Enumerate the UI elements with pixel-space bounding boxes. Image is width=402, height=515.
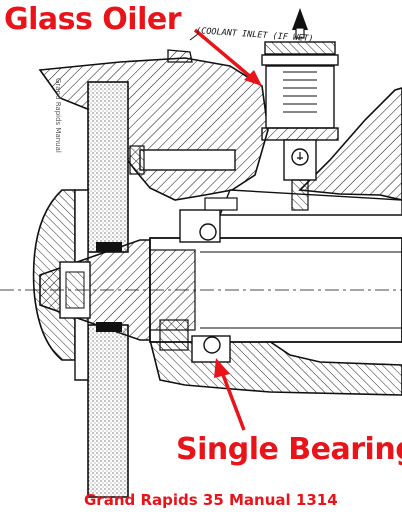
glass-oiler [261,8,339,211]
spindle-shaft [0,237,402,343]
single-bearing-label: Single Bearing [176,432,402,467]
glass-oiler-label: Glass Oiler [4,2,182,37]
diagram-caption: Grand Rapids 35 Manual 1314 [84,491,338,509]
watermark: Grand Rapids Manual [54,78,62,153]
housing-bolts [129,145,238,211]
coolant-inlet [167,33,199,63]
annotation-arrows [193,28,262,431]
spindle-bearing [159,209,231,363]
